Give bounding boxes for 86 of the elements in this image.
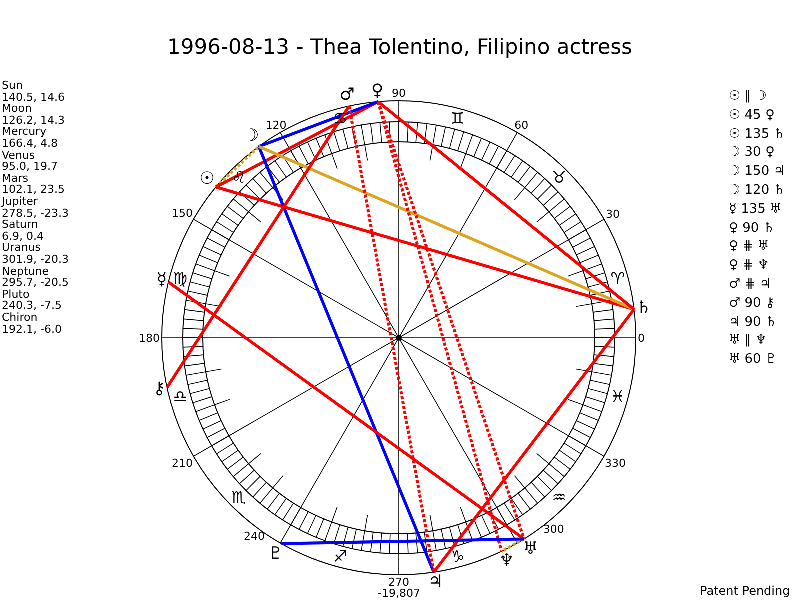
aspect-entry: ☽ 150 ♃ [729, 165, 786, 178]
aspect-entry: ☽ 30 ♀ [729, 146, 775, 160]
degree-label: 240 [244, 531, 266, 542]
aspect-entry: ♀ ⋕ ♅ [729, 240, 770, 254]
zodiac-sign-label: ♊ [450, 111, 465, 128]
chart-title: 1996-08-13 - Thea Tolentino, Filipino actress [168, 36, 632, 58]
planet-symbol: ♀ [371, 82, 384, 100]
aspect-line [282, 538, 524, 546]
planet-name: Neptune [2, 266, 50, 277]
aspect-line [501, 538, 525, 553]
planet-name: Pluto [2, 288, 30, 300]
zodiac-sign-label: ♓ [610, 388, 626, 405]
planet-symbol: ♂ [340, 87, 355, 104]
degree-label: 120 [266, 120, 287, 132]
planet-name: Sun [2, 80, 23, 91]
aspect-entry: ♀ ⋕ ♆ [729, 259, 770, 272]
planet-symbol: ♆ [499, 553, 514, 570]
position-value: 301.9, -20.3 [2, 254, 69, 265]
planet-name: Venus [2, 150, 36, 161]
degree-label: 30 [606, 208, 620, 220]
planet-symbol: ♅ [523, 540, 538, 558]
position-value: 126.2, 14.3 [2, 114, 65, 126]
position-value: 140.5, 14.6 [2, 92, 65, 103]
aspect-line [432, 308, 636, 574]
aspect-entry: ☽ 120 ♄ [729, 184, 786, 197]
planet-name: Moon [2, 103, 32, 114]
aspect-entry: ♃ 90 ♄ [729, 316, 778, 329]
planet-symbol: ♇ [268, 546, 284, 563]
aspect-line [376, 102, 504, 552]
aspect-entry: ♂ ⋕ ♃ [729, 278, 772, 291]
position-value: 102.1, 23.5 [2, 184, 65, 196]
value-label: -19,807 [378, 588, 420, 599]
degree-label: 210 [172, 458, 193, 468]
position-value: 95.0, 19.7 [2, 161, 58, 172]
zodiac-sign-label: ♉ [552, 170, 566, 186]
zodiac-sign-label: ♒ [552, 490, 566, 506]
planet-name: Uranus [2, 242, 41, 254]
planet-symbol: ☿ [156, 272, 168, 290]
planet-name: Chiron [2, 312, 38, 323]
zodiac-sign-label: ♍ [173, 271, 188, 288]
degree-label: 150 [172, 208, 193, 218]
position-value: 295.7, -20.5 [2, 277, 69, 288]
zodiac-sign-label: ♑ [450, 548, 465, 565]
aspect-line [216, 186, 635, 311]
position-value: 278.5, -23.3 [2, 208, 69, 219]
aspect-line [215, 146, 260, 188]
degree-label: 270 [388, 577, 410, 588]
planet-name: Mercury [2, 126, 47, 138]
planet-name: Saturn [2, 219, 38, 230]
aspect-entry: ☿ 135 ♅ [729, 202, 782, 216]
degree-label: 0 [638, 332, 645, 344]
planet-symbol: ⚷ [153, 380, 166, 398]
aspect-entry: ☉ 135 ♄ [729, 128, 786, 141]
aspect-line [377, 100, 636, 311]
position-value: 192.1, -6.0 [2, 324, 62, 335]
position-value: 6.9, 0.4 [2, 230, 44, 242]
degree-label: 330 [605, 458, 626, 468]
aspect-entry: ☉ 45 ♀ [729, 108, 775, 122]
aspect-entry: ♅ ∥ ♆ [729, 334, 768, 348]
planet-name: Mars [2, 172, 28, 184]
aspect-entry: ♅ 60 ♇ [729, 353, 778, 366]
planet-symbol: ☉ [200, 171, 215, 188]
zodiac-sign-label: ♏ [232, 490, 246, 506]
aspect-line [168, 281, 526, 540]
degree-label: 300 [543, 524, 564, 535]
aspect-line [166, 105, 351, 388]
zodiac-sign-label: ♎ [173, 388, 188, 405]
degree-label: 180 [139, 332, 160, 344]
zodiac-sign-label: ♈ [610, 271, 626, 288]
planet-symbol: ☽ [244, 128, 260, 146]
aspect-line [258, 146, 436, 573]
degree-label: 90 [392, 88, 406, 99]
planet-name: Jupiter [2, 196, 38, 207]
position-value: 166.4, 4.8 [2, 138, 58, 149]
aspect-entry: ☉ ∥ ☽ [729, 90, 768, 103]
position-value: 240.3, -7.5 [2, 300, 62, 312]
planet-symbol: ♄ [636, 300, 652, 317]
degree-label: 60 [514, 120, 529, 132]
aspect-line [348, 106, 436, 573]
aspect-line [258, 100, 379, 148]
aspect-line [258, 145, 635, 311]
aspect-entry: ♂ 90 ⚷ [729, 296, 775, 310]
aspect-entry: ♀ 90 ♄ [729, 222, 775, 235]
zodiac-sign-label: ♐ [333, 548, 348, 565]
planet-symbol: ♃ [428, 574, 444, 592]
footer-note: Patent Pending [700, 585, 790, 597]
